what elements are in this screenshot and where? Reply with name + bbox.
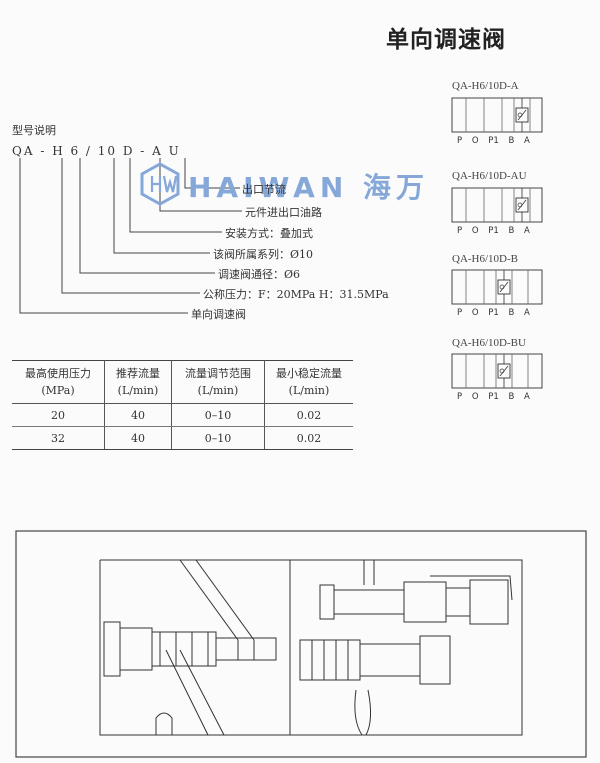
model-caption-a: QA-H6/10D-A [452, 80, 519, 92]
spec-header-flow-range: 流量调节范围(L/min) [171, 360, 265, 404]
explain-item-series: 该阀所属系列：Ø10 [213, 248, 314, 261]
explain-item-oil-path: 元件进出口油路 [245, 206, 322, 219]
valve-symbol-bu [451, 353, 543, 389]
spec-header-flow: 推荐流量(L/min) [104, 360, 172, 404]
port-labels-b: P O P1 B A [457, 308, 530, 318]
spec-header-max-pressure: 最高使用压力(MPa) [12, 360, 105, 404]
watermark: HAIWAN 海万 [138, 162, 438, 206]
table-cell: 20 [12, 403, 105, 427]
haiwan-logo-icon [140, 162, 180, 206]
valve-symbol-b [451, 269, 543, 305]
model-caption-b: QA-H6/10D-B [452, 253, 518, 265]
table-cell: 0.02 [264, 403, 353, 427]
table-cell: 40 [104, 403, 172, 427]
table-cell: 0–10 [171, 426, 265, 450]
port-labels-a: P O P1 B A [457, 136, 530, 146]
table-cell: 0.02 [264, 426, 353, 450]
watermark-text: HAIWAN 海万 [188, 171, 430, 204]
explain-item-bore: 调速阀通径：Ø6 [218, 268, 301, 281]
model-code: QA - H 6 / 10 D - A U [12, 144, 181, 158]
explain-item-outlet-throttle: 出口节流 [242, 183, 286, 196]
port-labels-bu: P O P1 B A [457, 392, 530, 402]
explain-item-mounting: 安装方式：叠加式 [225, 227, 313, 240]
model-caption-au: QA-H6/10D-AU [452, 170, 527, 182]
spec-header-min-flow: 最小稳定流量(L/min) [264, 360, 353, 404]
table-cell: 40 [104, 426, 172, 450]
valve-symbol-au [451, 187, 543, 223]
spec-table: 最高使用压力(MPa) 推荐流量(L/min) 流量调节范围(L/min) 最小… [12, 360, 353, 450]
port-labels-au: P O P1 B A [457, 226, 530, 236]
explain-item-type: 单向调速阀 [191, 308, 246, 321]
model-explanation-title: 型号说明 [12, 124, 56, 137]
page-title: 单向调速阀 [386, 27, 506, 53]
table-cell: 0–10 [171, 403, 265, 427]
model-caption-bu: QA-H6/10D-BU [452, 337, 526, 349]
valve-symbol-a [451, 97, 543, 133]
table-row: 32 40 0–10 0.02 [12, 426, 353, 450]
model-explanation-leaders [19, 158, 242, 314]
explain-item-pressure: 公称压力：F：20MPa H：31.5MPa [203, 288, 389, 301]
table-cell: 32 [12, 426, 105, 450]
table-row: 20 40 0–10 0.02 [12, 403, 353, 427]
